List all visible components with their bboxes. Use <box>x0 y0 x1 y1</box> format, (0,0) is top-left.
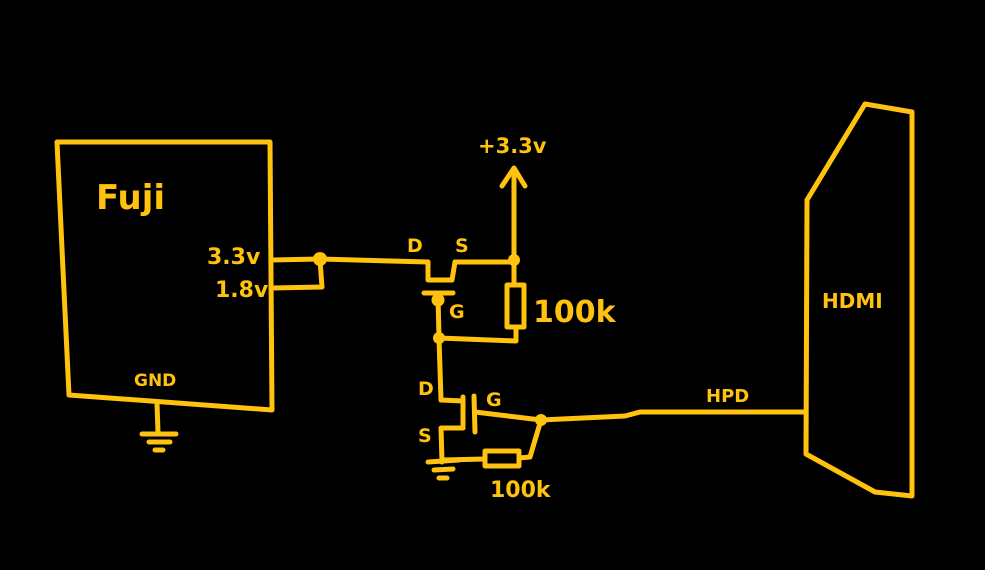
supply-label: +3.3v <box>478 134 547 158</box>
pmos-transistor: D S G <box>407 235 517 340</box>
fuji-chip-name: Fuji <box>96 178 165 218</box>
pmos-drain-label: D <box>407 235 423 257</box>
nmos-transistor: D S G <box>418 335 502 465</box>
supply-rail: +3.3v <box>478 134 547 266</box>
pmos-gate-label: G <box>449 301 465 323</box>
chip-ground-symbol <box>139 400 179 453</box>
nmos-ground-symbol <box>425 457 462 481</box>
nmos-drain-label: D <box>418 378 434 400</box>
resistor-bottom: 100k <box>439 417 552 503</box>
hpd-line: HPD <box>472 386 809 426</box>
nmos-source-label: S <box>418 425 432 447</box>
hdmi-connector-outline <box>803 101 915 499</box>
resistor-bottom-body <box>482 448 522 469</box>
supply-arrow-head <box>499 165 528 189</box>
fuji-pin-1v8-label: 1.8v <box>215 278 269 303</box>
fuji-pin-3v3-label: 3.3v <box>207 245 261 270</box>
hpd-label: HPD <box>706 386 749 407</box>
hdmi-connector: HDMI <box>803 101 915 499</box>
resistor-top: 100k <box>433 259 617 344</box>
nmos-drain-wire <box>436 335 466 404</box>
resistor-bottom-value: 100k <box>490 478 552 503</box>
pmos-channel <box>425 259 517 283</box>
fuji-gnd-label: GND <box>134 371 176 391</box>
voltage-select-wires <box>269 252 431 291</box>
nmos-source-wire <box>438 425 466 465</box>
resistor-top-body <box>504 282 527 330</box>
pmos-source-label: S <box>455 235 469 257</box>
pmos-gate-bubble <box>431 293 445 307</box>
hdmi-label: HDMI <box>822 289 883 313</box>
nmos-gate-label: G <box>486 389 502 411</box>
resistor-top-value: 100k <box>533 295 617 330</box>
fuji-chip-outline <box>54 139 275 413</box>
fuji-chip: Fuji 3.3v 1.8v GND <box>54 139 275 413</box>
